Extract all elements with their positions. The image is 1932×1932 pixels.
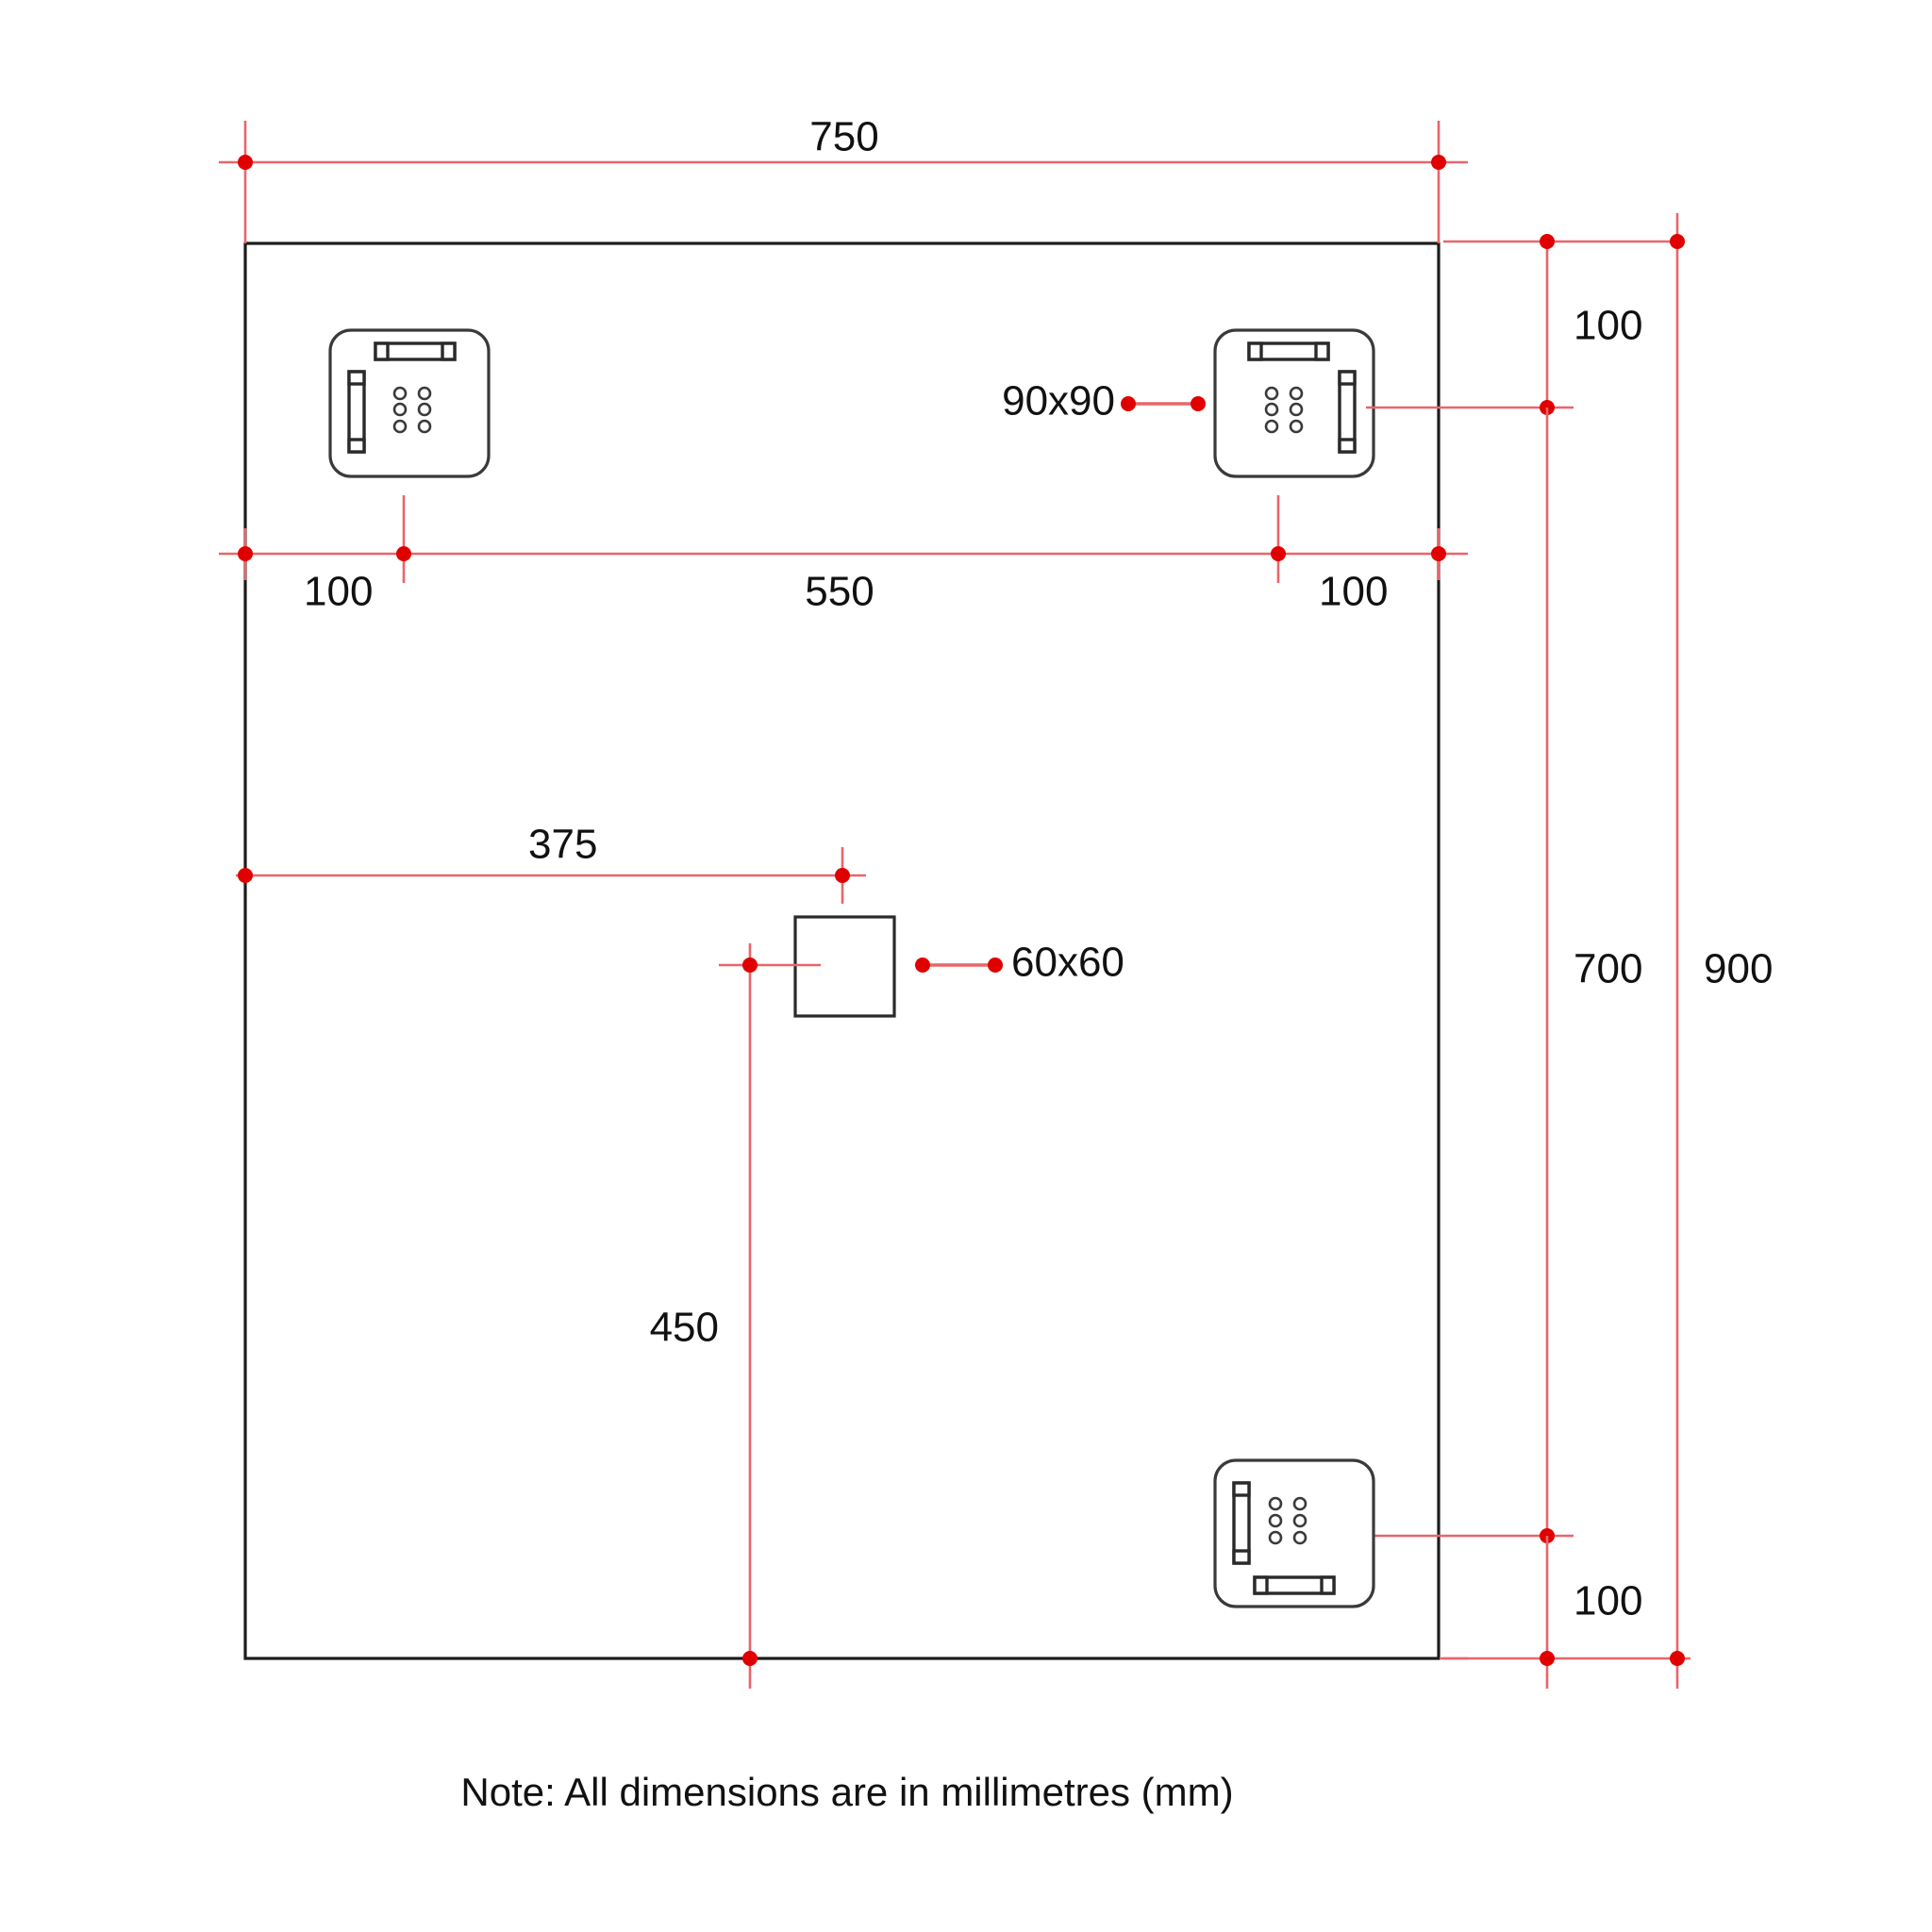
dimension-label-overall-width: 750	[809, 114, 878, 160]
bottom-right-bracket	[1213, 1458, 1375, 1608]
center-cutout	[793, 915, 896, 1018]
top-right-bracket	[1213, 328, 1375, 478]
dimension-label-bottom-bracket-to-bottom-edge: 100	[1574, 1578, 1642, 1624]
dimension-label-cutout-to-bottom-edge: 450	[650, 1305, 719, 1351]
dimension-label-bracket-to-bracket: 550	[805, 569, 874, 615]
top-left-bracket	[328, 328, 491, 478]
top-right-bracket-side-rail-cap-top	[1338, 370, 1357, 386]
callout-bracket-size: 90x90	[1002, 378, 1206, 425]
dimension-cutout-to-bottom-edge: 450	[650, 943, 821, 1689]
dimension-left-edge-to-cutout: 375	[236, 822, 866, 904]
top-left-bracket-top-bar-cap-left	[374, 341, 390, 361]
top-right-bracket-top-bar-cap-left	[1247, 341, 1263, 361]
bottom-right-bracket-side-rail-cap-top	[1232, 1481, 1251, 1497]
dimension-bracket-to-bracket-vertical: 700	[1366, 408, 1642, 1543]
bottom-right-bracket-bottom-bar-cap-right	[1320, 1575, 1336, 1595]
bottom-right-bracket-bottom-bar-cap-left	[1253, 1575, 1269, 1595]
dimension-overall-height: 900	[1670, 213, 1773, 1689]
bottom-right-bracket-body	[1213, 1458, 1375, 1608]
top-left-bracket-side-rail-cap-bottom	[347, 438, 366, 454]
callout-label-cutout-size: 60x60	[1011, 940, 1124, 986]
bottom-right-bracket-side-rail-cap-bottom	[1232, 1549, 1251, 1565]
top-right-bracket-side-rail-cap-bottom	[1338, 438, 1357, 454]
top-left-bracket-side-rail-cap-top	[347, 370, 366, 386]
dimension-bottom-bracket-to-bottom-edge: 100	[1443, 1536, 1690, 1689]
callout-label-bracket-size: 90x90	[1002, 378, 1115, 425]
dimension-overall-width: 750	[219, 114, 1468, 243]
top-left-bracket-top-bar-cap-right	[441, 341, 457, 361]
dimension-label-left-edge-to-cutout: 375	[528, 822, 597, 868]
top-left-bracket-body	[328, 328, 491, 478]
units-note: Note: All dimensions are in millimetres …	[460, 1770, 1233, 1814]
dimension-label-bracket-to-right-edge: 100	[1319, 569, 1388, 615]
callout-cutout-size: 60x60	[915, 940, 1124, 986]
dimension-label-overall-height: 900	[1704, 946, 1773, 992]
dimension-label-top-edge-to-bracket: 100	[1574, 303, 1642, 349]
dimension-label-left-edge-to-bracket: 100	[304, 569, 373, 615]
dimension-label-bracket-to-bracket-vertical: 700	[1574, 946, 1642, 992]
dimension-upper-horizontal-chain: 100 550 100	[219, 495, 1468, 615]
dimension-top-edge-to-bracket: 100	[1366, 234, 1681, 415]
top-right-bracket-top-bar-cap-right	[1314, 341, 1330, 361]
